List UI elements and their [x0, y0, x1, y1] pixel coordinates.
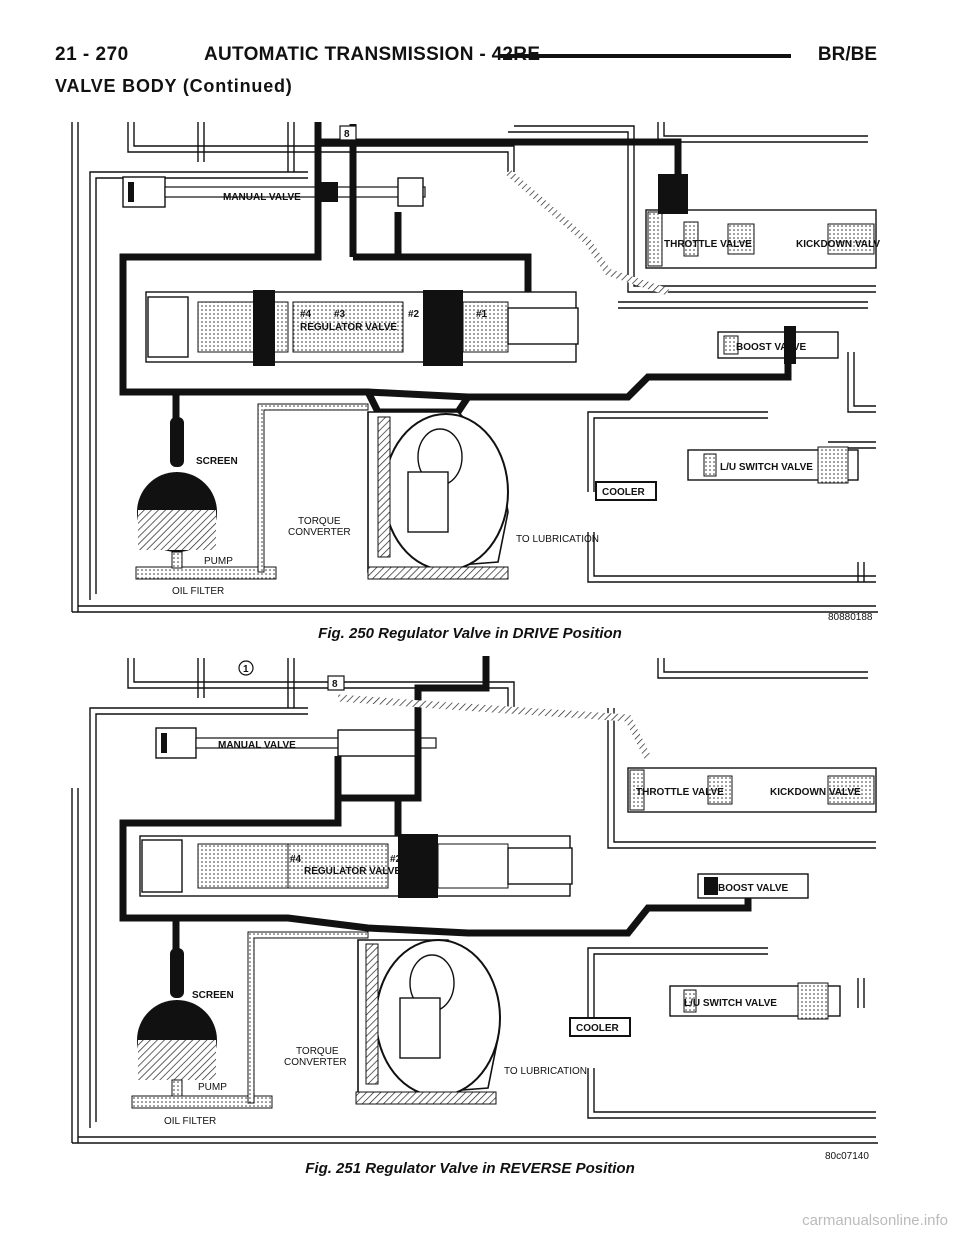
figure-2-caption: Fig. 251 Regulator Valve in REVERSE Posi… [305, 1160, 635, 1177]
torque-label-2: TORQUE [296, 1046, 339, 1057]
to-lubrication-label: TO LUBRICATION [516, 534, 599, 545]
regulator-valve-label-2: REGULATOR VALVE [304, 866, 401, 877]
hatched-passage-2 [337, 694, 652, 760]
outer-passages [71, 122, 878, 613]
boost-valve-label: BOOST VALVE [736, 342, 807, 353]
lu-switch-valve-label: L/U SWITCH VALVE [720, 462, 813, 473]
converter-label-2: CONVERTER [284, 1057, 347, 1068]
manual-valve-label: MANUAL VALVE [223, 192, 301, 203]
line-pressure-passages-2 [119, 656, 752, 968]
figure-1-caption: Fig. 250 Regulator Valve in DRIVE Positi… [318, 625, 622, 642]
kickdown-valve-label: KICKDOWN VALV [796, 239, 880, 250]
land-2-label-2: #2 [390, 854, 402, 865]
cooler-label-2: COOLER [576, 1023, 620, 1034]
throttle-kickdown-bore-2: THROTTLE VALVE KICKDOWN VALVE [627, 767, 877, 813]
check-ball-1: 1 [238, 660, 254, 676]
lu-switch-valve-label-2: L/U SWITCH VALVE [684, 998, 777, 1009]
manual-valve: MANUAL VALVE [122, 176, 426, 208]
converter-feed-passage-2 [247, 931, 369, 1104]
to-lubrication-label-2: TO LUBRICATION [504, 1066, 587, 1077]
converter-feed-passage [257, 403, 369, 573]
land-3-label: #3 [334, 309, 346, 320]
pump-assembly-2: SCREEN PUMP OIL FILTER [131, 948, 273, 1127]
screen-label-2: SCREEN [192, 990, 234, 1001]
check-ball-8-2: 8 [327, 675, 345, 691]
check-ball-8-label-2: 8 [332, 679, 338, 690]
regulator-valve: #4 #3 #2 #1 REGULATOR VALVE [145, 290, 579, 366]
throttle-kickdown-bore: THROTTLE VALVE KICKDOWN VALV [645, 174, 880, 269]
figure-drive-position: MANUAL VALVE THROTTLE VALVE KICKDOWN VAL… [68, 112, 880, 642]
land-4-label-2: #4 [290, 854, 302, 865]
torque-label: TORQUE [298, 516, 341, 527]
throttle-valve-label-2: THROTTLE VALVE [636, 787, 724, 798]
figure-2-id: 80c07140 [825, 1151, 869, 1162]
outer-passages-2 [71, 658, 878, 1144]
line-pressure-passages [119, 122, 792, 442]
regulator-valve-2: #4 #2 REGULATOR VALVE [139, 834, 573, 898]
watermark: carmanualsonline.info [802, 1212, 948, 1229]
page-header: 21 - 270 AUTOMATIC TRANSMISSION - 42RE B… [55, 44, 877, 68]
screen-label: SCREEN [196, 456, 238, 467]
page-number: 21 - 270 [55, 44, 129, 65]
hydraulic-diagram-reverse: MANUAL VALVE THROTTLE VALVE KICKDOWN VAL… [71, 656, 878, 1144]
hydraulic-diagram-drive: MANUAL VALVE THROTTLE VALVE KICKDOWN VAL… [71, 122, 880, 613]
pump-label: PUMP [204, 556, 233, 567]
lu-switch-valve-2: L/U SWITCH VALVE [669, 982, 841, 1020]
boost-valve-label-2: BOOST VALVE [718, 883, 789, 894]
kickdown-valve-label-2: KICKDOWN VALVE [770, 787, 861, 798]
check-ball-1-label: 1 [243, 664, 249, 675]
land-2-label: #2 [408, 309, 420, 320]
check-ball-8: 8 [339, 125, 357, 141]
oil-filter-label: OIL FILTER [172, 586, 224, 597]
torque-converter: TORQUE CONVERTER TO LUBRICATION [288, 411, 599, 580]
boost-valve: BOOST VALVE [717, 326, 839, 364]
model-code: BR/BE [817, 44, 877, 65]
land-1-label: #1 [476, 309, 488, 320]
figure-reverse-position: MANUAL VALVE THROTTLE VALVE KICKDOWN VAL… [68, 648, 880, 1178]
hatched-passage [505, 169, 670, 296]
lu-switch-valve: L/U SWITCH VALVE [687, 446, 859, 484]
pump-label-2: PUMP [198, 1082, 227, 1093]
oil-filter-label-2: OIL FILTER [164, 1116, 216, 1127]
cooler-box: COOLER [595, 481, 657, 501]
check-ball-label: 8 [344, 129, 350, 140]
converter-label: CONVERTER [288, 527, 351, 538]
torque-converter-2: TORQUE CONVERTER TO LUBRICATION [284, 939, 587, 1105]
figure-1-id: 80880188 [828, 612, 873, 623]
manual-valve-label-2: MANUAL VALVE [218, 740, 296, 751]
chapter-title: AUTOMATIC TRANSMISSION - 42RE [204, 44, 541, 65]
cooler-box-2: COOLER [569, 1017, 631, 1037]
manual-valve-2: MANUAL VALVE [155, 727, 437, 759]
land-4-label: #4 [300, 309, 312, 320]
regulator-valve-label: REGULATOR VALVE [300, 322, 397, 333]
cooler-label: COOLER [602, 487, 646, 498]
throttle-valve-label: THROTTLE VALVE [664, 239, 752, 250]
boost-valve-2: BOOST VALVE [697, 873, 809, 899]
pump-assembly: SCREEN PUMP OIL FILTER [135, 417, 277, 597]
header-rule [498, 54, 791, 58]
section-title: VALVE BODY (Continued) [55, 76, 293, 96]
